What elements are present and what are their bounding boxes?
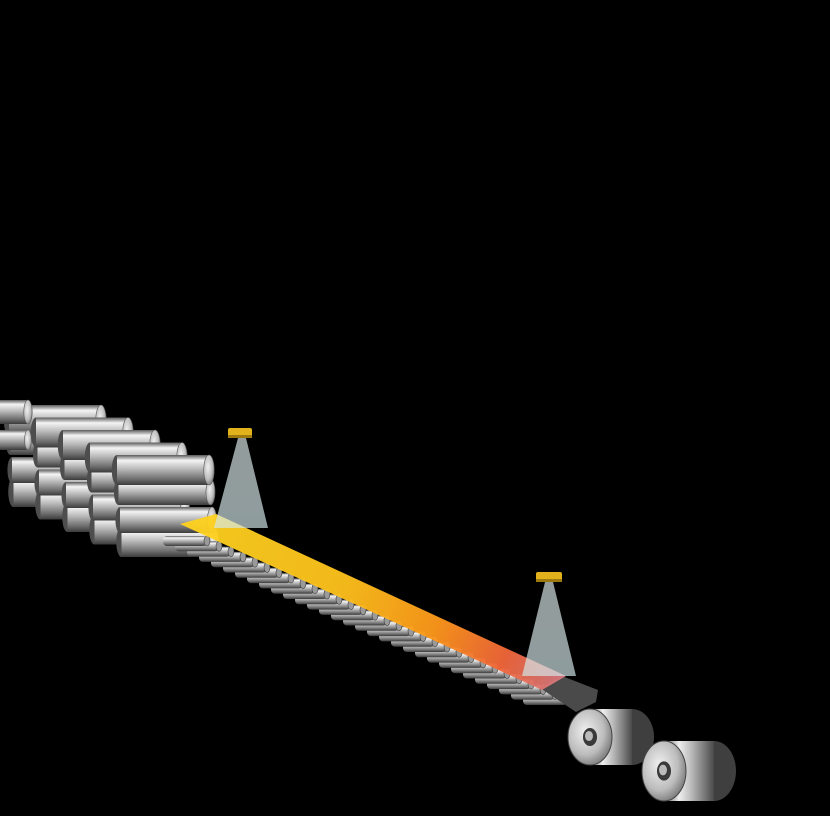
stand-partial (0, 399, 33, 451)
upstream-sensor (214, 428, 268, 528)
work-roll (111, 454, 215, 486)
finishing-stands (0, 399, 220, 558)
runout-table-rollers (163, 535, 571, 706)
sensor-housing-1 (228, 428, 252, 437)
coil-2 (641, 740, 736, 802)
downstream-sensor (522, 572, 576, 676)
sensor-beam-2 (522, 582, 576, 676)
coil-1 (567, 708, 654, 766)
work-roll (0, 399, 33, 425)
hot-steel-strip (180, 514, 566, 690)
steel-coils (567, 708, 736, 802)
sensor-beam-1 (214, 438, 268, 528)
work-roll (0, 429, 32, 451)
table-roller (163, 535, 211, 547)
sensor-housing-2 (536, 572, 562, 581)
cooled-strip-exit (540, 676, 598, 712)
